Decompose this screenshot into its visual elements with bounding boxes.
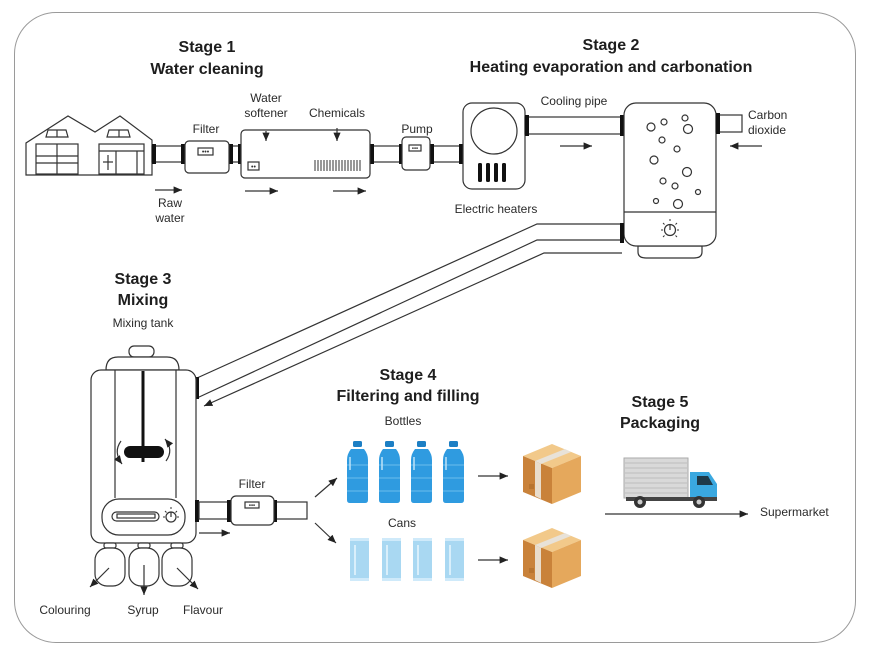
can-icon bbox=[445, 538, 464, 581]
chemicals-label: Chemicals bbox=[309, 106, 365, 120]
cans-label: Cans bbox=[388, 516, 416, 530]
bottles-label: Bottles bbox=[385, 414, 422, 428]
svg-text:Heating evaporation and carbon: Heating evaporation and carbonation bbox=[470, 59, 753, 76]
outlet-pipe bbox=[195, 500, 308, 537]
cans-group bbox=[350, 538, 464, 581]
svg-text:••: •• bbox=[251, 164, 256, 171]
diagram-frame bbox=[14, 12, 856, 643]
box-icon bbox=[523, 444, 581, 504]
can-icon bbox=[413, 538, 432, 581]
svg-text:•••: ••• bbox=[249, 504, 255, 510]
stage-1-flow-arrows bbox=[155, 186, 366, 195]
cooling-pipe bbox=[524, 115, 625, 150]
water-softener-label-1: Water bbox=[250, 91, 282, 105]
flavour-label: Flavour bbox=[183, 603, 223, 617]
svg-text:•••: ••• bbox=[202, 149, 210, 156]
water-softener-label-2: softener bbox=[244, 106, 287, 120]
pump: ••• bbox=[401, 136, 431, 171]
stage-1-pipes bbox=[151, 144, 463, 164]
bottle-icon bbox=[443, 441, 464, 503]
svg-text:Filtering and filling: Filtering and filling bbox=[336, 388, 479, 405]
svg-text:Stage 4: Stage 4 bbox=[380, 367, 437, 384]
svg-text:Stage 2: Stage 2 bbox=[583, 37, 640, 54]
filter-1: ••• bbox=[184, 140, 230, 174]
carbon-dioxide-label-1: Carbon bbox=[748, 108, 787, 122]
raw-water-label-1: Raw bbox=[158, 196, 182, 210]
can-icon bbox=[350, 538, 369, 581]
mixer-dial-icon bbox=[163, 507, 179, 523]
svg-text:Mixing: Mixing bbox=[118, 292, 169, 309]
can-icon bbox=[382, 538, 401, 581]
raw-water-label-2: water bbox=[154, 211, 184, 225]
mixing-tank-label: Mixing tank bbox=[113, 316, 175, 330]
syrup-label: Syrup bbox=[127, 603, 159, 617]
bottle-icon bbox=[411, 441, 432, 503]
mixing-tank bbox=[90, 345, 197, 544]
water-softener-tank: •• bbox=[240, 128, 371, 179]
bottles-group bbox=[347, 441, 464, 503]
colouring-label: Colouring bbox=[39, 603, 90, 617]
bottle-icon bbox=[379, 441, 400, 503]
ingredient-containers bbox=[89, 542, 199, 595]
temperature-dial-icon bbox=[661, 219, 679, 238]
stage-1-heading: Stage 1 Water cleaning bbox=[150, 39, 263, 78]
bottle-icon bbox=[347, 441, 368, 503]
cooling-pipe-label: Cooling pipe bbox=[541, 94, 608, 108]
filter-2-label: Filter bbox=[239, 477, 266, 491]
stage-5-heading: Stage 5 Packaging bbox=[620, 394, 700, 432]
transfer-pipe bbox=[195, 223, 624, 407]
carbon-dioxide-inlet bbox=[715, 113, 762, 150]
carbonation-tank bbox=[623, 102, 717, 259]
box-icon bbox=[523, 528, 581, 588]
svg-text:Stage 1: Stage 1 bbox=[179, 39, 236, 56]
arrow-to-bottles bbox=[314, 477, 338, 498]
pump-label: Pump bbox=[401, 122, 433, 136]
svg-text:Packaging: Packaging bbox=[620, 415, 700, 432]
arrow-to-cans bbox=[314, 522, 337, 544]
svg-text:Stage 3: Stage 3 bbox=[115, 271, 172, 288]
svg-text:Water cleaning: Water cleaning bbox=[150, 61, 263, 78]
delivery-truck-icon bbox=[623, 457, 717, 508]
factory-icon bbox=[25, 115, 153, 176]
filter-2: ••• bbox=[230, 495, 275, 526]
carbon-dioxide-label-2: dioxide bbox=[748, 123, 786, 137]
stage-2-heading: Stage 2 Heating evaporation and carbonat… bbox=[470, 37, 753, 76]
svg-text:•••: ••• bbox=[412, 147, 418, 153]
stage-4-heading: Stage 4 Filtering and filling bbox=[336, 367, 479, 405]
svg-text:Stage 5: Stage 5 bbox=[632, 394, 689, 411]
filter-1-label: Filter bbox=[193, 122, 220, 136]
electric-heater bbox=[462, 102, 526, 190]
stage-3-heading: Stage 3 Mixing bbox=[115, 271, 172, 309]
electric-heaters-label: Electric heaters bbox=[455, 202, 538, 216]
supermarket-label: Supermarket bbox=[760, 505, 829, 519]
